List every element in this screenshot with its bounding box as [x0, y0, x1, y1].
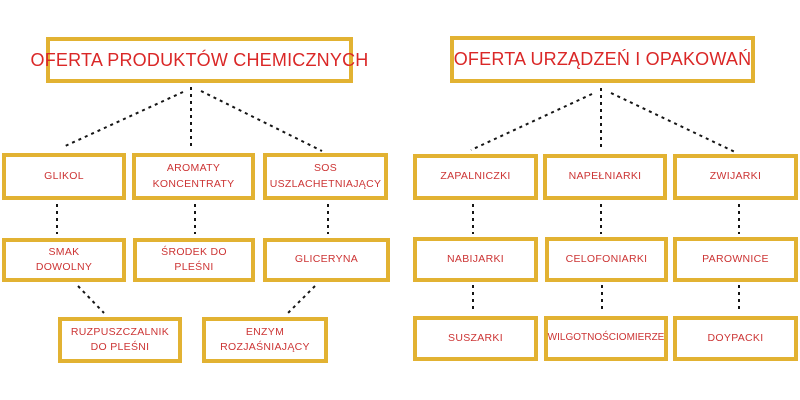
box-suszarki: SUSZARKI	[413, 316, 538, 361]
box-glikol: GLIKOL	[2, 153, 126, 200]
left-chart-connectors	[56, 87, 329, 314]
box-nabijarki: NABIJARKI	[413, 237, 538, 282]
box-zwijarki: ZWIJARKI	[673, 154, 798, 200]
box-aromaty-koncentraty: AROMATY KONCENTRATY	[132, 153, 255, 200]
box-wilgotnosciomierze: WILGOTNOŚCIOMIERZE	[544, 316, 668, 361]
left-chart-title: OFERTA PRODUKTÓW CHEMICZNYCH	[31, 37, 368, 83]
box-gliceryna: GLICERYNA	[263, 238, 390, 282]
box-celofoniarki: CELOFONIARKI	[545, 237, 668, 282]
box-enzym-rozjasniajacy: ENZYM ROZJAŚNIAJĄCY	[202, 317, 328, 363]
box-smak-dowolny: SMAK DOWOLNY	[2, 238, 126, 282]
right-chart-title: OFERTA URZĄDZEŃ I OPAKOWAŃ	[450, 36, 755, 83]
box-napelniarki: NAPEŁNIARKI	[543, 154, 667, 200]
box-ruzpuszczalnik-do-plesni: RUZPUSZCZALNIK DO PLEŚNI	[58, 317, 182, 363]
box-doypacki: DOYPACKI	[673, 316, 798, 361]
box-parownice: PAROWNICE	[673, 237, 798, 282]
box-srodek-do-plesni: ŚRODEK DO PLEŚNI	[133, 238, 255, 282]
box-sos-uszlachetniajacy: SOS USZLACHETNIAJĄCY	[263, 153, 388, 200]
box-zapalniczki: ZAPALNICZKI	[413, 154, 538, 200]
right-chart-connectors	[470, 88, 740, 313]
